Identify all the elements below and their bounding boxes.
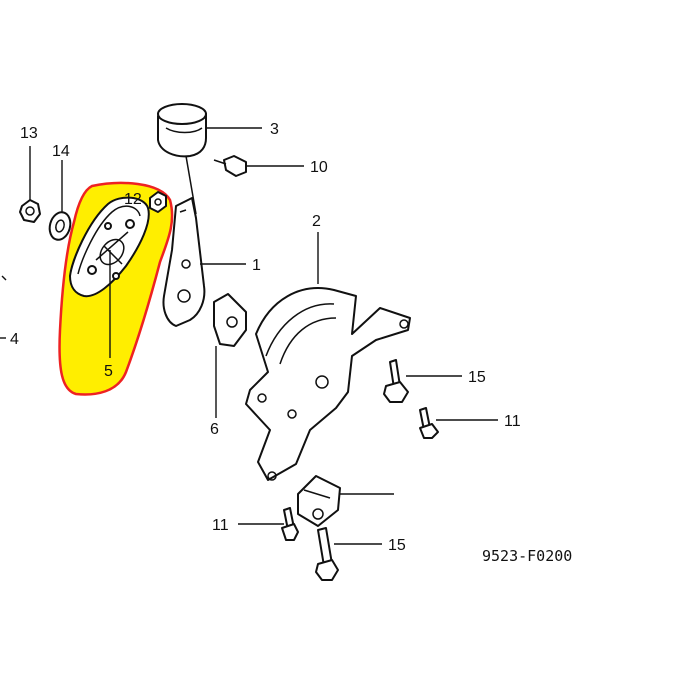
callout-10: 10: [310, 159, 328, 176]
bracket-6: [213, 293, 247, 347]
callout-15-lower: 15: [388, 537, 406, 554]
callout-14: 14: [52, 143, 70, 160]
callout-12: 12: [124, 191, 142, 208]
figure-code: 9523-F0200: [482, 547, 572, 565]
washer-14: [48, 211, 72, 241]
main-bracket-2: [245, 287, 411, 481]
nut-13: [19, 199, 41, 223]
callout-11-upper: 11: [504, 413, 521, 430]
bolt-15-lower: [315, 527, 339, 581]
leader-4-stub: [1, 275, 7, 281]
knob-3: [157, 103, 207, 215]
callout-3: 3: [270, 121, 279, 138]
lever-1: [162, 197, 206, 327]
callout-13: 13: [20, 125, 38, 142]
callout-4: 4: [10, 331, 19, 348]
screw-11-lower: [281, 507, 299, 541]
screw-11-upper: [419, 407, 439, 439]
callout-11-lower: 11: [212, 517, 229, 534]
nut-12: [149, 191, 167, 213]
callout-6: 6: [210, 421, 219, 438]
clamp-block: [297, 475, 341, 527]
callout-5: 5: [104, 363, 113, 380]
callout-1: 1: [252, 257, 261, 274]
screw-10: [213, 155, 247, 177]
callout-2: 2: [312, 213, 321, 230]
callout-15-upper: 15: [468, 369, 486, 386]
bolt-15-upper: [383, 359, 409, 403]
coupling-plate: [69, 196, 150, 298]
